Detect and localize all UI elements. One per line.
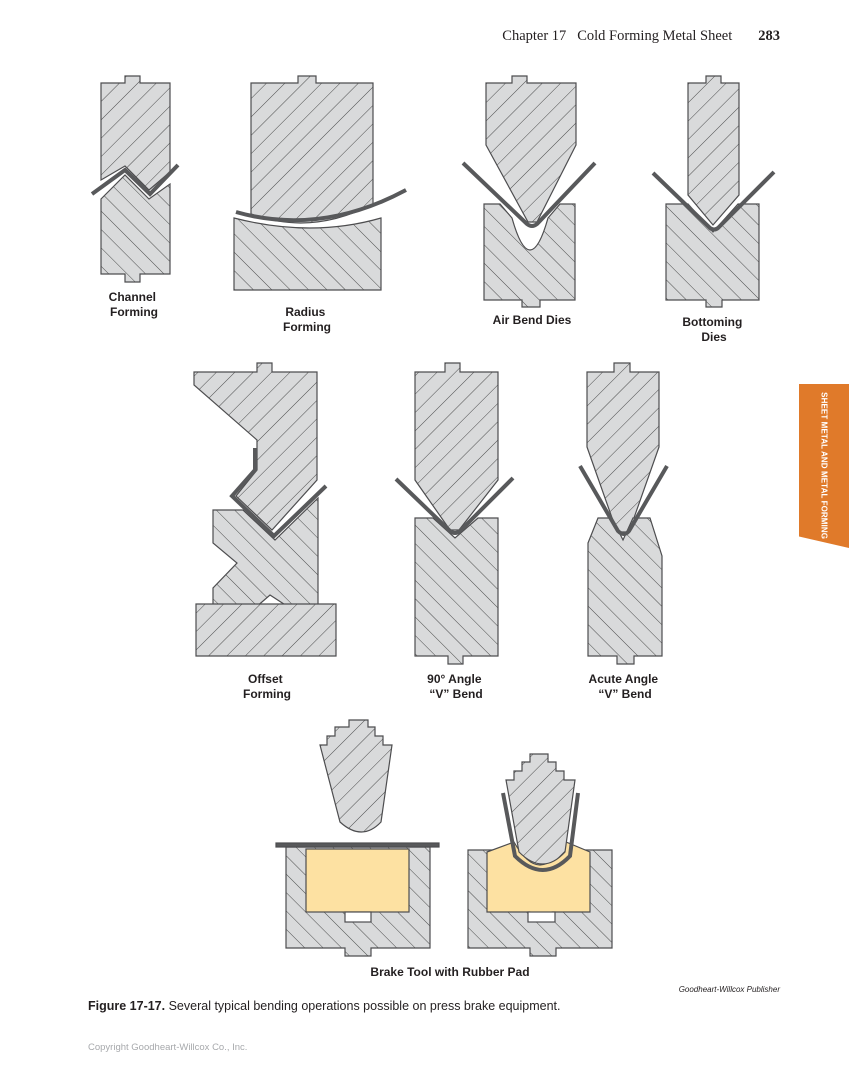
rubber-pad-sheet	[275, 842, 440, 848]
radius-die	[233, 217, 382, 291]
chapter-thumb-tab: SHEET METAL AND METAL FORMING	[799, 384, 849, 548]
acute-sheet	[578, 464, 669, 536]
radius-forming-diagram	[233, 75, 407, 291]
label-offset-forming: Offset Forming	[243, 672, 291, 701]
offset-forming-diagram	[193, 362, 337, 657]
thumb-tab-label: SHEET METAL AND METAL FORMING	[819, 392, 829, 540]
rubber-pad-closed-diagram	[467, 753, 613, 957]
running-head: Chapter 17 Cold Forming Metal Sheet 283	[0, 28, 780, 45]
channel-forming-diagram	[90, 75, 180, 283]
label-brake-tool-rubber-pad: Brake Tool with Rubber Pad	[370, 965, 529, 979]
v90-die	[414, 517, 499, 665]
rubber-pad-open	[305, 848, 410, 913]
figure-caption: Figure 17-17. Several typical bending op…	[88, 999, 788, 1013]
bottoming-punch	[687, 75, 740, 226]
rubber-pad-open-gap	[344, 911, 372, 923]
air-bend-sheet	[461, 161, 597, 228]
rubber-pad-closed-gap	[527, 911, 556, 923]
page-number: 283	[758, 28, 780, 44]
copyright-footer: Copyright Goodheart-Willcox Co., Inc.	[88, 1042, 248, 1053]
air-bend-diagram	[461, 75, 597, 308]
radius-sheet	[235, 188, 407, 223]
v90-sheet	[394, 476, 515, 535]
chapter-number: Chapter 17	[502, 28, 567, 44]
acute-v-bend-diagram	[578, 362, 669, 665]
label-acute-angle-v-bend: Acute Angle “V” Bend	[589, 672, 662, 701]
running-head-chapter: Chapter 17 Cold Forming Metal Sheet	[502, 28, 732, 44]
rubber-pad-punch-closed	[505, 753, 576, 865]
label-bottoming-dies: Bottoming Dies	[682, 315, 745, 344]
offset-punch	[193, 362, 318, 531]
offset-base	[195, 603, 337, 657]
label-radius-forming: Radius Forming	[283, 305, 331, 334]
bottoming-sheet	[651, 170, 776, 232]
label-air-bend-dies: Air Bend Dies	[493, 313, 572, 327]
caption-text: Several typical bending operations possi…	[165, 999, 561, 1013]
chapter-title: Cold Forming Metal Sheet	[577, 28, 733, 44]
acute-punch	[586, 362, 660, 533]
figure-credit: Goodheart-Willcox Publisher	[678, 985, 780, 994]
channel-die	[100, 174, 171, 283]
v-bend-90-diagram	[394, 362, 515, 665]
label-90-angle-v-bend: 90° Angle “V” Bend	[427, 672, 485, 701]
channel-sheet	[90, 163, 180, 197]
offset-die	[212, 496, 319, 609]
acute-die	[587, 517, 663, 665]
label-channel-forming: Channel Forming	[109, 290, 160, 319]
rubber-pad-punch-open	[319, 719, 393, 833]
rubber-pad-formed-sheet	[501, 792, 580, 872]
radius-punch	[250, 75, 374, 224]
caption-label: Figure 17-17.	[88, 999, 166, 1013]
offset-sheet	[229, 448, 328, 539]
bottoming-diagram	[651, 75, 776, 308]
air-bend-die	[483, 203, 576, 308]
channel-punch	[100, 75, 171, 191]
rubber-pad-open-diagram	[275, 719, 440, 957]
